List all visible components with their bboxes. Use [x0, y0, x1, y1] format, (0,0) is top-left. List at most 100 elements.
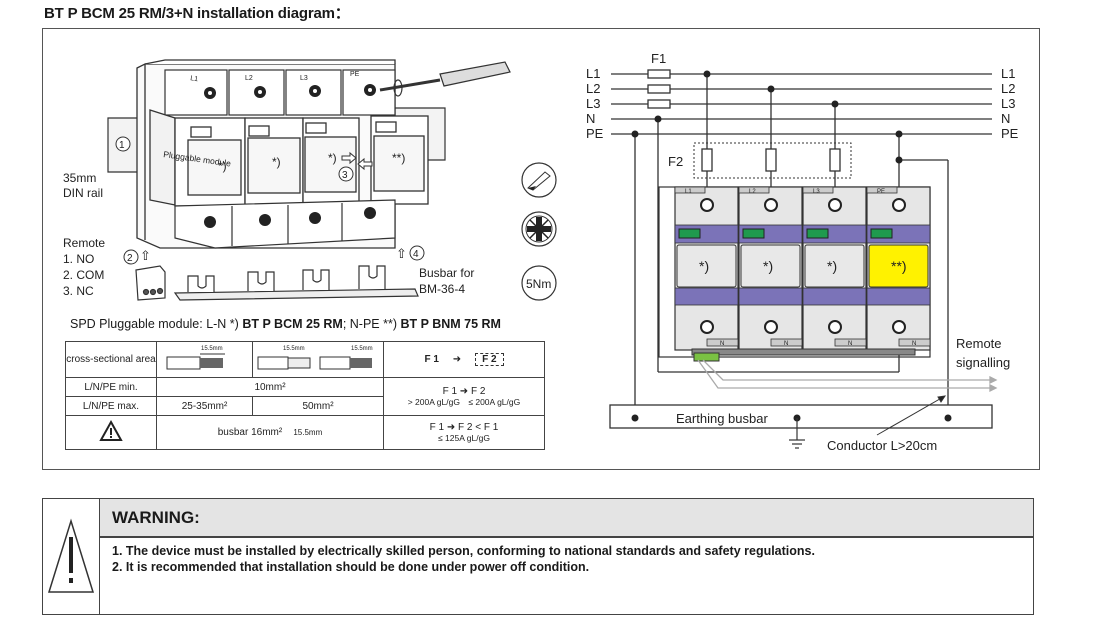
diagram-frame [42, 28, 1040, 470]
terminal-screw-icon [700, 320, 714, 334]
ground-icon [789, 418, 805, 449]
spd-module-row: L1*)NL2*)NL3*)NPE**)N [658, 186, 931, 358]
line-label-left: L1 [586, 66, 600, 81]
fuse-rule-0: F 1 ➜ F 2 [383, 341, 545, 378]
line-label-left: N [586, 111, 595, 126]
module-mark: *) [699, 258, 709, 274]
bottom-terminal-block [174, 199, 396, 249]
pluggable-module [868, 244, 929, 288]
module-pole-label: L1 [685, 189, 692, 195]
svg-text:3: 3 [342, 170, 348, 181]
status-indicator [678, 228, 701, 239]
step-marker-1: 1 [115, 136, 131, 152]
terminal-screw-icon [828, 198, 842, 212]
module-mark: *) [763, 258, 773, 274]
module-n-label: N [784, 341, 788, 347]
screwdriver-icon [379, 61, 511, 97]
up-arrow-icon: ⇧ [140, 248, 151, 263]
line-label-right: L3 [1001, 96, 1015, 111]
warning-item: 2. It is recommended that installation s… [112, 560, 590, 574]
svg-text:15.5mm: 15.5mm [283, 346, 305, 352]
device-illustration: L1 L2 L3 PE Pluggable module *) *) *) **… [63, 59, 557, 301]
remote-label: Remote [63, 236, 105, 250]
wire-strip-ferrule: 15.5mm 15.5mm [252, 341, 384, 378]
line-label-left: L2 [586, 81, 600, 96]
terminal-screw-icon [892, 198, 906, 212]
fuse-rule-2: F 1 ➜ F 2 < F 1≤ 125A gL/gG [383, 415, 545, 450]
warning-list: 1. The device must be installed by elect… [112, 543, 1023, 575]
earthing-busbar [609, 404, 993, 429]
terminal-screw-icon [828, 320, 842, 334]
remote-connector [135, 265, 166, 301]
busbar [173, 265, 419, 301]
terminal-screw-icon [700, 198, 714, 212]
module-mark: **) [891, 258, 907, 274]
line-label-right: N [1001, 111, 1010, 126]
line-label-left: PE [586, 126, 604, 141]
step-marker-2: 2 [123, 249, 139, 265]
up-arrow-icon: ⇧ [396, 246, 407, 261]
wiring-diagram: F1 F2 L1 L2 L3 N PE L1 L2 L3 N PE L1*)NL… [586, 51, 1019, 453]
svg-text:1: 1 [119, 140, 125, 151]
conductor-note: Conductor L>20cm [827, 438, 937, 453]
remote-terminal [693, 352, 720, 362]
remote-contact-no: 1. NO [63, 252, 94, 266]
warning-heading: WARNING: [100, 499, 1033, 538]
pluggable-module [740, 244, 801, 288]
screwdriver-tip-icon [521, 162, 557, 198]
fuse-f1-label: F1 [651, 51, 666, 66]
status-indicator [742, 228, 765, 239]
module-mark: **) [392, 151, 405, 165]
remote-contact-com: 2. COM [63, 268, 104, 282]
module-n-label: N [912, 341, 916, 347]
module-mark: *) [272, 155, 281, 169]
pole-label-l1: L1 [190, 75, 199, 83]
pole-label-pe: PE [350, 71, 360, 78]
pluggable-module [804, 244, 865, 288]
spec-middle: ; N-PE **) [342, 317, 397, 331]
spd-module: L1*)N [674, 186, 739, 351]
svg-text:4: 4 [413, 249, 419, 260]
insert-arrows-icon [341, 151, 373, 171]
pole-label-l3: L3 [300, 75, 308, 82]
top-terminal-block: L1 L2 L3 PE [164, 69, 396, 116]
module-pole-label: L2 [749, 189, 756, 195]
fuse-f2-label: F2 [668, 154, 683, 169]
remote-signalling-label: Remote [956, 336, 1002, 351]
module-mark: *) [328, 151, 337, 165]
pluggable-module [676, 244, 737, 288]
warning-triangle-icon [43, 499, 100, 614]
line-label-right: PE [1001, 126, 1019, 141]
din-rail-bar [691, 348, 916, 356]
module-pole-label: L3 [813, 189, 820, 195]
remote-contact-nc: 3. NC [63, 284, 94, 298]
terminal-screw-icon [764, 198, 778, 212]
line-label-right: L2 [1001, 81, 1015, 96]
spd-module: PE **) N [866, 186, 931, 351]
svg-text:2: 2 [127, 253, 133, 264]
module-mark: *) [827, 258, 837, 274]
svg-text:15.5mm: 15.5mm [351, 346, 373, 352]
torque-icon: 5Nm [521, 265, 557, 301]
module-pole-label: PE [877, 189, 885, 195]
step-marker-3: 3 [338, 166, 354, 182]
din-rail-label: DIN rail [63, 186, 103, 200]
busbar-label: BM-36-4 [419, 282, 465, 296]
module-n-label: N [848, 341, 852, 347]
ln-model: BT P BCM 25 RM [242, 317, 343, 331]
line-label-right: L1 [1001, 66, 1015, 81]
remote-signalling-label: signalling [956, 355, 1010, 370]
terminal-screw-icon [892, 320, 906, 334]
spec-prefix: SPD Pluggable module: L-N *) [70, 317, 239, 331]
status-indicator [806, 228, 829, 239]
terminal-screw-icon [764, 320, 778, 334]
fuse-f1-l1 [647, 69, 671, 79]
step-marker-4: 4 [409, 245, 425, 261]
warning-item: 1. The device must be installed by elect… [112, 544, 815, 558]
earthing-busbar-label: Earthing busbar [676, 411, 768, 426]
fuse-f1-l2 [647, 84, 671, 94]
module-mark: *) [218, 159, 227, 173]
spd-module: L3 *) N [802, 186, 867, 351]
line-label-left: L3 [586, 96, 600, 111]
